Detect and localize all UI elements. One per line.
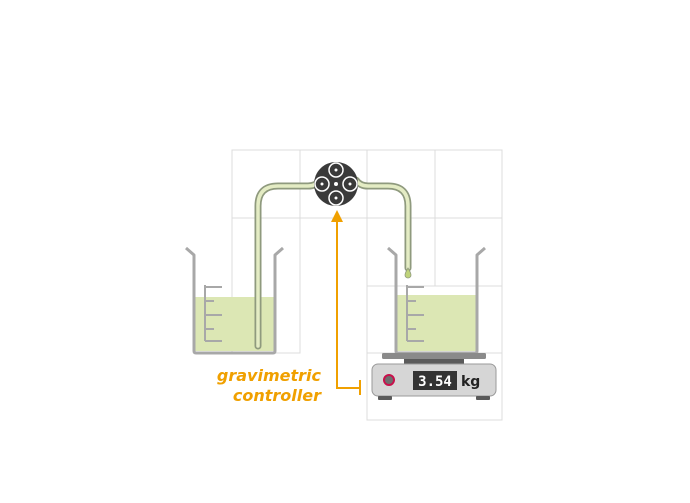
pump-roller-left-axle bbox=[320, 182, 324, 186]
scale-unit: kg bbox=[461, 374, 480, 390]
target-liquid bbox=[397, 295, 476, 351]
source-liquid bbox=[195, 297, 274, 351]
feedback-arrow-head bbox=[331, 210, 343, 222]
pump-roller-bottom-axle bbox=[334, 196, 338, 200]
scale-pan-stem bbox=[404, 359, 464, 364]
scale-power-button[interactable] bbox=[383, 374, 395, 386]
scale-pan bbox=[382, 353, 486, 359]
droplet bbox=[404, 267, 412, 279]
weighing-scale: 3.54 kg bbox=[371, 353, 497, 400]
pump-hub bbox=[334, 182, 338, 186]
target-beaker-scale-marks bbox=[406, 285, 424, 342]
background-grid bbox=[231, 149, 503, 421]
pump-roller-top-axle bbox=[334, 168, 338, 172]
source-beaker-scale-marks bbox=[204, 285, 222, 342]
peristaltic-pump bbox=[314, 162, 358, 206]
target-beaker bbox=[387, 246, 486, 355]
scale-foot-left bbox=[378, 396, 392, 400]
source-beaker-glass bbox=[185, 246, 284, 355]
scale-reading: 3.54 bbox=[418, 374, 452, 390]
scale-foot-right bbox=[476, 396, 490, 400]
controller-label-line1: gravimetric bbox=[217, 366, 322, 385]
feedback-line bbox=[336, 221, 361, 395]
scale-display bbox=[413, 371, 457, 390]
pump-roller-right-axle bbox=[348, 182, 352, 186]
controller-label-line2: controller bbox=[233, 386, 322, 405]
source-beaker bbox=[185, 246, 284, 355]
